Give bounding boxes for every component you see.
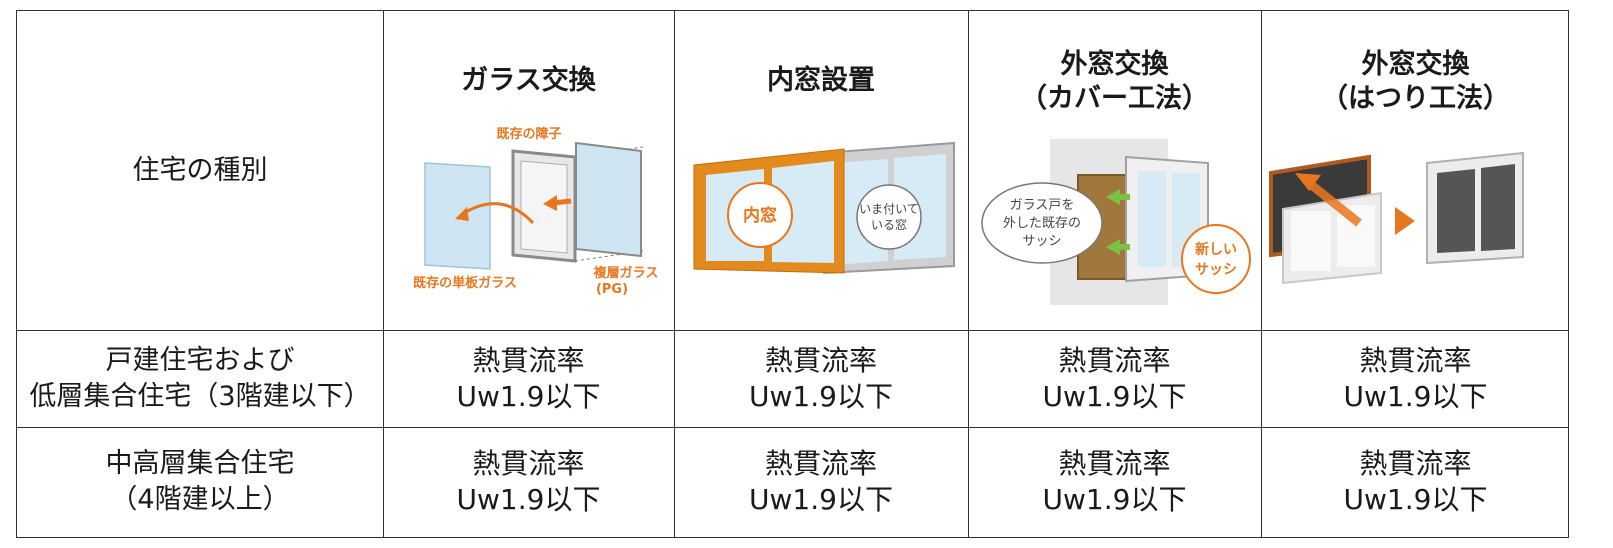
new-double-glass-pane — [575, 141, 642, 258]
row-divider — [17, 330, 1568, 331]
uw-value: Uw1.9以下 — [1042, 379, 1187, 413]
current-window-label: いま付いて — [859, 202, 919, 216]
heat-transfer-label: 熱貫流率 — [764, 447, 877, 480]
column-divider — [674, 11, 675, 537]
existing-frame-label: 既存の障子 — [496, 126, 561, 142]
column-divider — [383, 11, 384, 537]
new-sash-label-2: サッシ — [1195, 262, 1237, 278]
window-spec-table: 住宅の種別 ガラス交換 既存の障子 既存の単板ガラス 複層ガラス (PG) — [16, 10, 1569, 538]
inner-window-illustration: 内窓 いま付いて いる窓 — [693, 141, 955, 275]
uw-value: Uw1.9以下 — [749, 483, 893, 516]
value-cell: 熱貫流率 Uw1.9以下 — [674, 427, 968, 537]
value-cell: 熱貫流率 Uw1.9以下 — [968, 330, 1261, 427]
old-sash-label-3: サッシ — [1022, 234, 1061, 249]
corner-cell: 住宅の種別 — [17, 11, 383, 330]
heat-transfer-label: 熱貫流率 — [1359, 343, 1472, 377]
old-sash-label: ガラス戸を — [1010, 198, 1075, 213]
arrow-up-icon — [1295, 173, 1321, 191]
value-cell: 熱貫流率 Uw1.9以下 — [1261, 330, 1570, 427]
uw-value: Uw1.9以下 — [456, 379, 601, 413]
arrow-left-icon — [1106, 239, 1120, 255]
new-sash-badge — [1181, 224, 1251, 294]
current-window-label-2: いる窓 — [871, 217, 907, 232]
column-subtitle: （カバー工法） — [1020, 83, 1209, 114]
value-cell: 熱貫流率 Uw1.9以下 — [968, 427, 1261, 537]
row-label-mid-high-rise: 中高層集合住宅 （4階建以上） — [17, 427, 383, 537]
column-subtitle: （はつり工法） — [1321, 83, 1510, 114]
uw-value: Uw1.9以下 — [1042, 483, 1187, 516]
column-title: ガラス交換 — [461, 65, 596, 96]
column-title: 外窓交換 — [1060, 49, 1169, 80]
inner-window-label: 内窓 — [743, 205, 777, 226]
row-label-line: （4階建以上） — [110, 484, 290, 515]
heat-transfer-label: 熱貫流率 — [1058, 343, 1171, 377]
existing-glass-pane — [424, 162, 491, 270]
value-cell: 熱貫流率 Uw1.9以下 — [383, 330, 674, 427]
cover-method-illustration: ガラス戸を 外した既存の サッシ 新しい サッシ — [981, 139, 1251, 305]
curved-arrow-icon — [460, 202, 535, 225]
heat-transfer-label: 熱貫流率 — [764, 343, 877, 377]
arrow-left-icon — [1106, 189, 1120, 205]
column-title: 内窓設置 — [767, 65, 875, 96]
housing-type-label: 住宅の種別 — [132, 154, 268, 186]
heat-transfer-label: 熱貫流率 — [472, 447, 585, 480]
column-title: 外窓交換 — [1361, 49, 1470, 80]
current-window-badge — [856, 184, 922, 250]
heat-transfer-label: 熱貫流率 — [1359, 447, 1472, 480]
row-divider — [17, 427, 1568, 428]
new-sash-label: 新しい — [1195, 241, 1237, 258]
column-divider — [1261, 11, 1262, 537]
heat-transfer-label: 熱貫流率 — [472, 343, 585, 377]
row-label-line: 低層集合住宅（3階建以下） — [29, 380, 371, 412]
new-glass-label: 複層ガラス — [593, 265, 659, 281]
heat-transfer-label: 熱貫流率 — [1058, 447, 1171, 480]
uw-value: Uw1.9以下 — [749, 379, 893, 413]
existing-glass-label: 既存の単板ガラス — [413, 275, 517, 291]
value-cell: 熱貫流率 Uw1.9以下 — [383, 427, 674, 537]
header-glass-replacement: ガラス交換 既存の障子 既存の単板ガラス 複層ガラス (PG) — [383, 11, 674, 330]
old-sash-label-2: 外した既存の — [1003, 216, 1081, 231]
glass-replacement-illustration: 既存の障子 既存の単板ガラス 複層ガラス (PG) — [413, 126, 659, 297]
uw-value: Uw1.9以下 — [456, 483, 601, 516]
uw-value: Uw1.9以下 — [1343, 379, 1488, 413]
header-inner-window: 内窓設置 内窓 いま付いて いる窓 — [674, 11, 968, 330]
column-divider — [968, 11, 969, 537]
new-glass-label-pg: (PG) — [596, 282, 628, 297]
chipping-method-illustration — [1269, 151, 1524, 285]
arrow-right-icon — [1395, 207, 1415, 235]
uw-value: Uw1.9以下 — [1343, 483, 1488, 516]
arrow-left-icon — [543, 195, 557, 211]
header-chipping-method: 外窓交換 （はつり工法） — [1261, 11, 1570, 330]
header-cover-method: 外窓交換 （カバー工法） ガラス戸を 外した既存の サッシ 新しい サッシ — [968, 11, 1261, 330]
value-cell: 熱貫流率 Uw1.9以下 — [1261, 427, 1570, 537]
old-sash-badge — [981, 182, 1103, 264]
inner-window-badge — [727, 182, 793, 248]
row-label-line: 戸建住宅および — [105, 344, 295, 376]
value-cell: 熱貫流率 Uw1.9以下 — [674, 330, 968, 427]
row-label-low-rise: 戸建住宅および 低層集合住宅（3階建以下） — [17, 330, 383, 427]
row-label-line: 中高層集合住宅 — [105, 448, 295, 479]
